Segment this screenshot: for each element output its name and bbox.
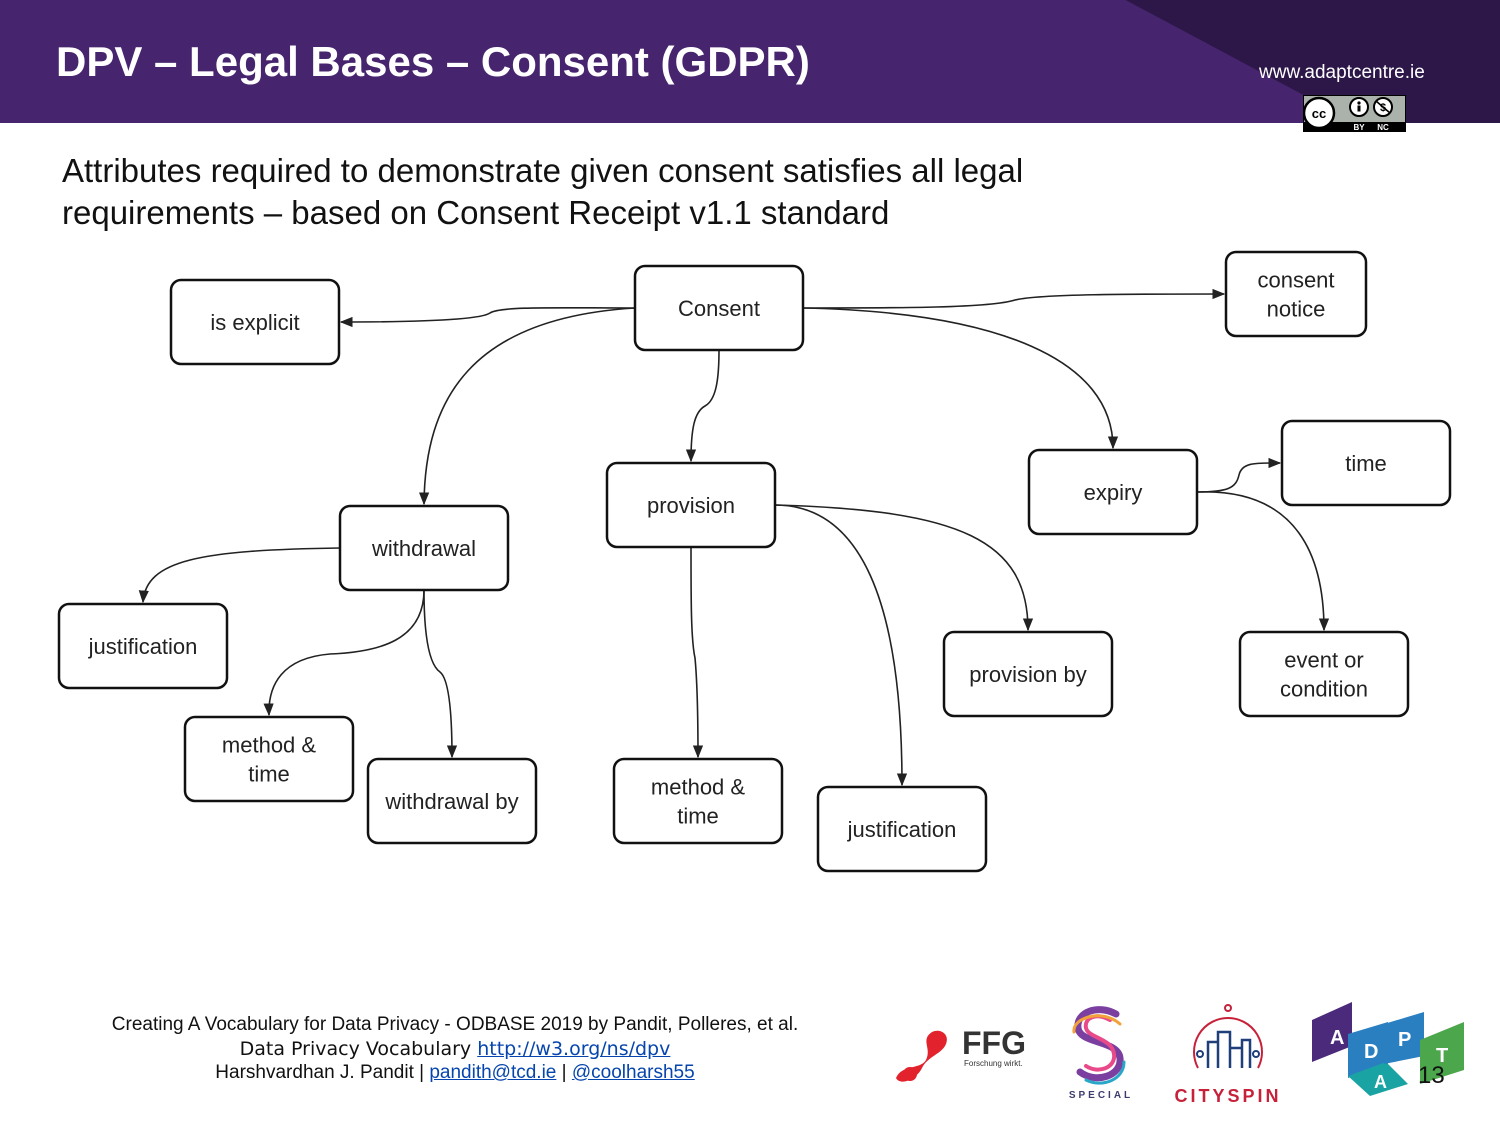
node-box <box>612 757 784 845</box>
node-box <box>633 264 805 352</box>
cc-icon <box>1303 96 1336 130</box>
node-box <box>942 630 1114 718</box>
edge-provision-to-method_time_p <box>690 546 704 759</box>
node-label: consent <box>1257 268 1334 293</box>
node-label: method & <box>651 775 745 800</box>
diagram-edges <box>138 288 1330 787</box>
adapt-letter-5: T <box>1436 1045 1448 1067</box>
ffg-logo: FFG Forschung wirkt. <box>896 1025 1026 1082</box>
node-withdrawal-by: withdrawal by <box>366 757 538 845</box>
node-label: time <box>677 804 719 829</box>
node-label: expiry <box>1084 480 1143 505</box>
dpv-link[interactable]: http://w3.org/ns/dpv <box>477 1038 671 1060</box>
special-logo: SPECIAL <box>1069 1006 1133 1100</box>
node-box <box>816 785 988 873</box>
node-label: notice <box>1267 297 1326 322</box>
diagram-nodes: Consent is explicit consent notice withdrawa… <box>57 250 1452 873</box>
email-link[interactable]: pandith@tcd.ie <box>429 1062 557 1083</box>
adapt-letter-4: P <box>1398 1029 1411 1051</box>
adapt-letter-1: A <box>1330 1027 1344 1049</box>
node-box <box>1280 419 1452 507</box>
footer-line-2: Data Privacy Vocabulary http://w3.org/ns… <box>30 1037 880 1061</box>
slide-subtitle: Attributes required to demonstrate given… <box>62 150 1402 234</box>
node-event-condition: event or condition <box>1238 630 1410 718</box>
node-box <box>338 504 510 592</box>
edge-provision-to-justification_p <box>774 504 908 787</box>
node-box <box>57 602 229 690</box>
page-number: 13 <box>1418 1062 1445 1089</box>
subtitle-line-2: requirements – based on Consent Receipt … <box>62 194 890 231</box>
node-time: time <box>1280 419 1452 507</box>
node-expiry: expiry <box>1027 448 1199 536</box>
edge-consent-to-provision <box>685 349 720 463</box>
edge-expiry-to-time <box>1196 457 1282 493</box>
node-label: justification <box>847 817 957 842</box>
by-label: BY <box>1353 123 1365 132</box>
adapt-letter-2: D <box>1364 1041 1378 1063</box>
adapt-logo: A D A P T <box>1312 1002 1464 1096</box>
cityspin-name: CITYSPIN <box>1174 1086 1281 1106</box>
nc-label: NC <box>1377 123 1389 132</box>
cityspin-logo: CITYSPIN <box>1174 1004 1281 1106</box>
footer-separator: | <box>556 1062 572 1083</box>
footer-line-3: Harshvardhan J. Pandit | pandith@tcd.ie … <box>30 1061 880 1085</box>
node-box <box>366 757 538 845</box>
node-consent-notice: consent notice <box>1224 250 1368 338</box>
edge-withdrawal-to-justification_w <box>138 547 341 604</box>
node-label: provision by <box>969 662 1086 687</box>
cc-label: cc <box>1312 106 1326 121</box>
node-label: is explicit <box>210 310 299 335</box>
node-label: withdrawal <box>371 536 476 561</box>
node-label: Consent <box>678 296 760 321</box>
node-label: event or <box>1284 648 1364 673</box>
footer-citation: Creating A Vocabulary for Data Privacy -… <box>30 1013 880 1085</box>
node-label: withdrawal by <box>384 789 518 814</box>
node-justification-w: justification <box>57 602 229 690</box>
node-consent: Consent <box>633 264 805 352</box>
header-bar <box>0 0 1500 123</box>
special-name: SPECIAL <box>1069 1090 1133 1100</box>
node-box <box>169 278 341 366</box>
node-is-explicit: is explicit <box>169 278 341 366</box>
node-label: condition <box>1280 677 1368 702</box>
footer-vocab-label: Data Privacy Vocabulary <box>239 1038 478 1060</box>
node-method-time-p: method & time <box>612 757 784 845</box>
twitter-link[interactable]: @coolharsh55 <box>571 1062 695 1083</box>
site-url[interactable]: www.adaptcentre.ie <box>1259 62 1425 83</box>
node-box <box>1238 630 1410 718</box>
cc-license-badge: cc $ BY NC <box>1303 95 1406 132</box>
node-box <box>1027 448 1199 536</box>
page-title: DPV – Legal Bases – Consent (GDPR) <box>56 38 810 85</box>
node-box <box>1224 250 1368 338</box>
node-label: time <box>248 762 290 787</box>
footer-author: Harshvardhan J. Pandit | <box>215 1062 430 1083</box>
node-box <box>605 461 777 549</box>
ffg-tagline: Forschung wirkt. <box>964 1059 1023 1068</box>
edge-consent-to-withdrawal <box>418 307 636 506</box>
edge-consent-to-expiry <box>802 307 1119 450</box>
node-box <box>183 715 355 803</box>
edge-consent-to-consent_notice <box>802 288 1226 309</box>
node-method-time-w: method & time <box>183 715 355 803</box>
node-label: method & <box>222 733 316 758</box>
footer-line-1: Creating A Vocabulary for Data Privacy -… <box>111 1014 799 1035</box>
edge-expiry-to-event_condition <box>1196 491 1330 632</box>
node-withdrawal: withdrawal <box>338 504 510 592</box>
edge-consent-to-is_explicit <box>339 306 636 328</box>
node-label: justification <box>88 634 198 659</box>
edge-provision-to-provision_by <box>774 504 1034 632</box>
adapt-letter-3: A <box>1374 1072 1387 1092</box>
ffg-name: FFG <box>962 1025 1026 1061</box>
subtitle-line-1: Attributes required to demonstrate given… <box>62 152 1024 189</box>
node-justification-p: justification <box>816 785 988 873</box>
node-label: provision <box>647 493 735 518</box>
node-provision-by: provision by <box>942 630 1114 718</box>
edge-withdrawal-to-withdrawal_by <box>423 589 458 759</box>
node-label: time <box>1345 451 1387 476</box>
node-provision: provision <box>605 461 777 549</box>
edge-withdrawal-to-method_time_w <box>263 589 425 717</box>
